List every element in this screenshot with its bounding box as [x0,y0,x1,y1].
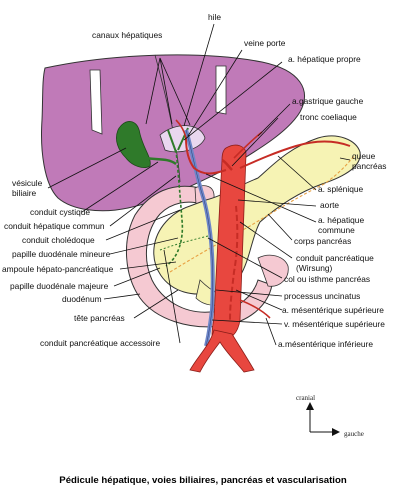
gallbladder [116,121,151,168]
label-duodenum: duodénum [62,294,102,304]
arrow-right-icon [332,428,340,436]
cystic-duct [145,156,177,166]
common-hepatic-artery [185,137,227,175]
label-corps-pancreas: corps pancréas [294,236,351,246]
label-hile: hile [208,12,221,22]
orientation-compass: cranial gauche [296,394,364,438]
common-bile-duct [165,149,184,267]
liver-fissure [154,54,181,183]
label-conduit-pancreatique-wirsung: conduit pancréatique (Wirsung) [296,253,376,273]
sma [229,205,239,321]
label-a-splenique: a. splénique [318,184,364,194]
leader-lines [47,23,351,346]
compass-up-label: cranial [296,394,315,402]
label-a-mesenterique-superieure: a. mésentérique supérieure [282,305,384,315]
ima [239,299,271,319]
label-a-mesenterique-inferieure: a.mésentérique inférieure [278,339,373,349]
liver-ligament-left [89,69,103,135]
label-a-hepatique-propre: a. hépatique propre [288,54,361,64]
label-canaux-hepatiques: canaux hépatiques [92,30,162,40]
label-aorte: aorte [320,200,339,210]
label-tete-pancreas: tête pancréas [74,313,125,323]
compass-right-label: gauche [344,430,364,438]
label-veine-porte: veine porte [244,38,286,48]
label-vesicule-biliaire-line2: biliaire [12,188,37,198]
label-conduit-hepatique-commun: conduit hépatique commun [4,221,105,231]
arrow-up-icon [306,402,314,410]
label-processus-uncinatus: processus uncinatus [284,291,360,301]
main-pancreatic-duct [169,155,355,273]
label-queue-pancreas-line2: pancréas [352,161,386,171]
label-vesicule-biliaire-line1: vésicule [12,178,43,188]
label-conduit-cystique: conduit cystique [30,207,90,217]
label-a-hepatique-commune-line2: commune [318,225,355,235]
proper-hepatic-artery [175,119,187,139]
jejunum-start [257,254,289,287]
label-col-isthme-pancreas: col ou isthme pancréas [284,274,370,284]
liver-ligament-right [215,65,227,115]
label-a-gastrique-gauche: a.gastrique gauche [292,96,364,106]
celiac-trunk [221,158,233,171]
label-a-hepatique-commune: a. hépatique commune [318,215,366,235]
label-wirsung-line1: conduit pancréatique [296,253,374,263]
label-queue-pancreas-line1: queue [352,151,376,161]
label-conduit-choledoque: conduit cholédoque [22,235,95,245]
splenic-artery [239,140,351,169]
label-v-mesenterique-superieure: v. mésentérique supérieure [284,319,385,329]
iliac-arteries [189,329,255,373]
accessory-pancreatic-duct [159,235,209,251]
label-papille-duodenale-majeure: papille duodénale majeure [10,281,109,291]
label-a-hepatique-commune-line1: a. hépatique [318,215,364,225]
pancreas [153,135,361,295]
label-conduit-pancreatique-accessoire: conduit pancréatique accessoire [40,338,160,348]
label-ampoule-hepato-pancreatique: ampoule hépato-pancréatique [2,264,114,274]
label-papille-duodenale-mineure: papille duodénale mineure [12,249,111,259]
label-queue-pancreas: queue pancréas [352,151,386,171]
label-tronc-coeliaque: tronc coeliaque [300,112,357,122]
label-vesicule-biliaire: vésicule biliaire [12,178,45,198]
portal-vein-outline [185,129,213,347]
caption: Pédicule hépatique, voies biliaires, pan… [59,475,347,486]
label-wirsung-line2: (Wirsung) [296,263,333,273]
